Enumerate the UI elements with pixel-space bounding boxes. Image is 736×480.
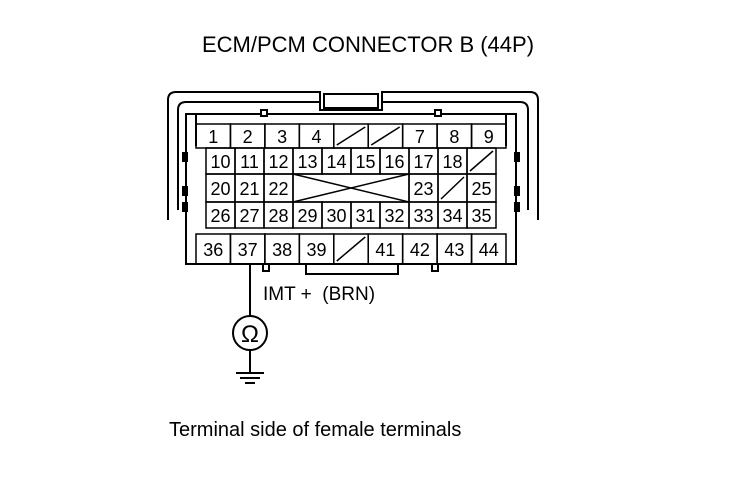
peg [260,109,268,117]
terminal-number: 16 [384,152,404,172]
side-tabs [182,152,520,212]
terminal-cell [470,233,507,265]
top-latch [323,93,379,109]
terminal-number: 20 [210,179,230,199]
bottom-key [305,264,399,275]
unused-terminal-slash [336,126,366,146]
terminal-number: 18 [442,152,462,172]
connector-housing-inner [177,101,529,210]
terminal-number: 34 [442,206,462,226]
terminal-number: 35 [471,206,491,226]
peg [434,109,442,117]
terminal-number: 41 [375,240,395,260]
unused-terminal-slash [440,176,465,200]
terminal-number: 32 [384,206,404,226]
terminal-number: 14 [326,152,346,172]
terminal-number: 8 [449,127,459,147]
terminal-number: 30 [326,206,346,226]
terminal-number: 26 [210,206,230,226]
blocked-cavity-cross [292,173,410,203]
ohm-symbol: Ω [241,321,259,348]
terminal-number: 42 [410,240,430,260]
terminal-number: 28 [268,206,288,226]
wire-label: IMT + (BRN) [263,284,376,305]
connector-housing [167,91,539,220]
terminal-number: 21 [239,179,259,199]
terminal-number: 27 [239,206,259,226]
terminal-number: 31 [355,206,375,226]
terminal-number: 25 [471,179,491,199]
peg [431,263,439,272]
terminal-number: 11 [240,152,259,172]
terminal-number: 13 [297,152,317,172]
unused-terminal-slash [370,126,401,146]
terminal-number: 36 [203,240,223,260]
terminal-number: 10 [210,152,230,172]
diagram-caption: Terminal side of female terminals [169,419,462,441]
terminal-number: 37 [238,240,258,260]
terminal-number: 43 [444,240,464,260]
terminal-number: 33 [413,206,433,226]
diagram-title: ECM/PCM CONNECTOR B (44P) [201,32,535,57]
peg [262,263,270,272]
terminal-number: 44 [479,240,499,260]
terminal-cell [466,201,497,229]
terminal-number: 15 [355,152,375,172]
terminal-number: 29 [297,206,317,226]
terminal-number: 23 [413,179,433,199]
terminal-number: 1 [208,127,218,147]
terminal-number: 4 [312,127,322,147]
terminal-number: 3 [277,127,287,147]
terminal-number: 7 [415,127,425,147]
unused-terminal-slash [469,150,494,172]
terminal-number: 39 [307,240,327,260]
terminal-number: 12 [268,152,288,172]
terminal-number: 9 [484,127,494,147]
terminal-number: 22 [268,179,288,199]
unused-terminal-slash [336,236,366,262]
terminal-number: 2 [243,127,253,147]
terminal-number: 17 [413,152,433,172]
ground-icon [236,372,264,384]
terminal-number: 38 [272,240,292,260]
